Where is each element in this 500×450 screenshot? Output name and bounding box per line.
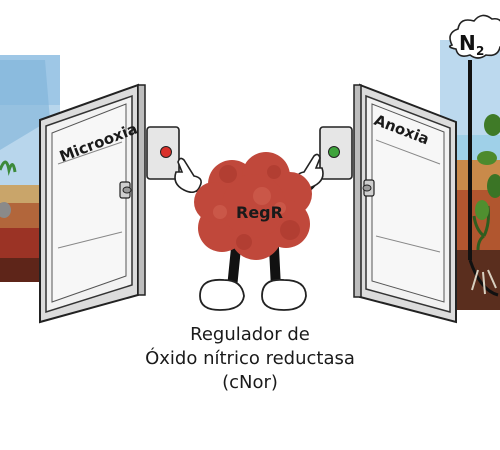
anoxia-switch — [319, 126, 353, 180]
n2-cloud: N 2 — [448, 14, 500, 59]
door-handle — [362, 179, 375, 197]
door-handle — [119, 181, 132, 199]
microoxia-switch — [146, 126, 180, 180]
microoxia-door: Microoxia — [39, 83, 146, 324]
anoxia-door: Anoxia — [353, 83, 457, 324]
regr-label: RegR — [236, 203, 283, 222]
caption-line-2: Óxido nítrico reductasa — [145, 348, 355, 369]
n2-symbol: N — [459, 31, 476, 55]
caption-line-1: Regulador de — [190, 324, 310, 345]
caption: Regulador de Óxido nítrico reductasa (cN… — [100, 323, 400, 395]
caption-line-3: (cNor) — [222, 372, 278, 393]
regr-character: RegR — [174, 152, 324, 311]
red-button — [160, 146, 172, 158]
green-button — [328, 146, 340, 158]
n2-subscript: 2 — [476, 44, 484, 58]
